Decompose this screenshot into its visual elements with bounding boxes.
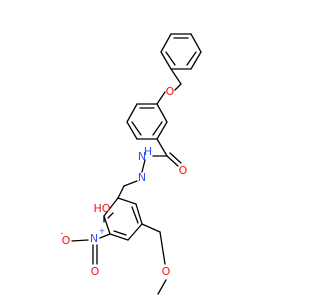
nitro-oxygen-charge: - [61,229,64,238]
methoxy-oxygen-label: O [162,265,171,278]
molecule-diagram: O O H N N HO N + O - O O [61,33,202,295]
carbonyl-oxygen-label: O [179,164,188,177]
bond-ring-top-inner [165,51,176,66]
nitro-nitrogen-charge: + [99,227,106,236]
bond-c-o-b [169,152,182,164]
bond-ring-top-inner [186,51,197,66]
nitro-oxygen-label: O [91,265,100,278]
bond-ring-top [160,33,172,53]
bond-ring-mid [126,121,138,140]
bond-ring-top [160,51,172,70]
bond-ring-mid-inner [152,121,163,136]
bond-ring-mid [156,121,168,140]
bond-ome-ch3 [157,279,167,295]
bond-ring-low [109,233,129,241]
bond-ring-low [103,215,111,235]
bond-ring-low [117,197,137,205]
bond-carbonyl-c [156,138,168,157]
hydroxyl-label: HO [94,202,111,215]
bond-ring-low [127,223,143,241]
bond-ring-low [135,203,143,225]
bond-ring-mid [156,103,168,123]
bond-ring-low-inner [107,212,114,219]
bond-n-o-minus [71,239,89,242]
bond-ring-top [190,51,202,70]
amide-nh-label: H [144,145,152,158]
bond-c-ome [141,223,161,233]
bond-n-ch [123,180,138,187]
bond-ether-c [174,83,182,91]
bond-ring-mid [126,103,138,123]
bond-ring-top [190,33,202,53]
imine-nitrogen-label: N [138,171,146,184]
bond-ome-o [159,231,166,265]
bond-nh-n [141,159,146,173]
nitro-nitrogen-label: N [90,232,98,245]
atom-labels: O O H N N HO N + O - O O [61,85,188,278]
structure-canvas: O O H N N HO N + O - O O [61,33,202,295]
bond-ring-low-inner [113,230,127,236]
amide-n-label: N [138,150,146,163]
bond-ether-o [156,91,166,105]
bond-ch-c [117,185,125,199]
nitro-oxygen-minus-label: O [62,234,71,247]
bond-c-o-a [166,155,179,167]
bond-ring-low-inner [131,206,139,224]
bond-ring-mid-inner [131,121,142,136]
bond-ch2 [170,68,182,85]
bond-layer [71,33,202,295]
ether-oxygen-label: O [166,85,175,98]
bond-c-nitro [99,233,111,239]
bond-ring-low [103,197,119,217]
